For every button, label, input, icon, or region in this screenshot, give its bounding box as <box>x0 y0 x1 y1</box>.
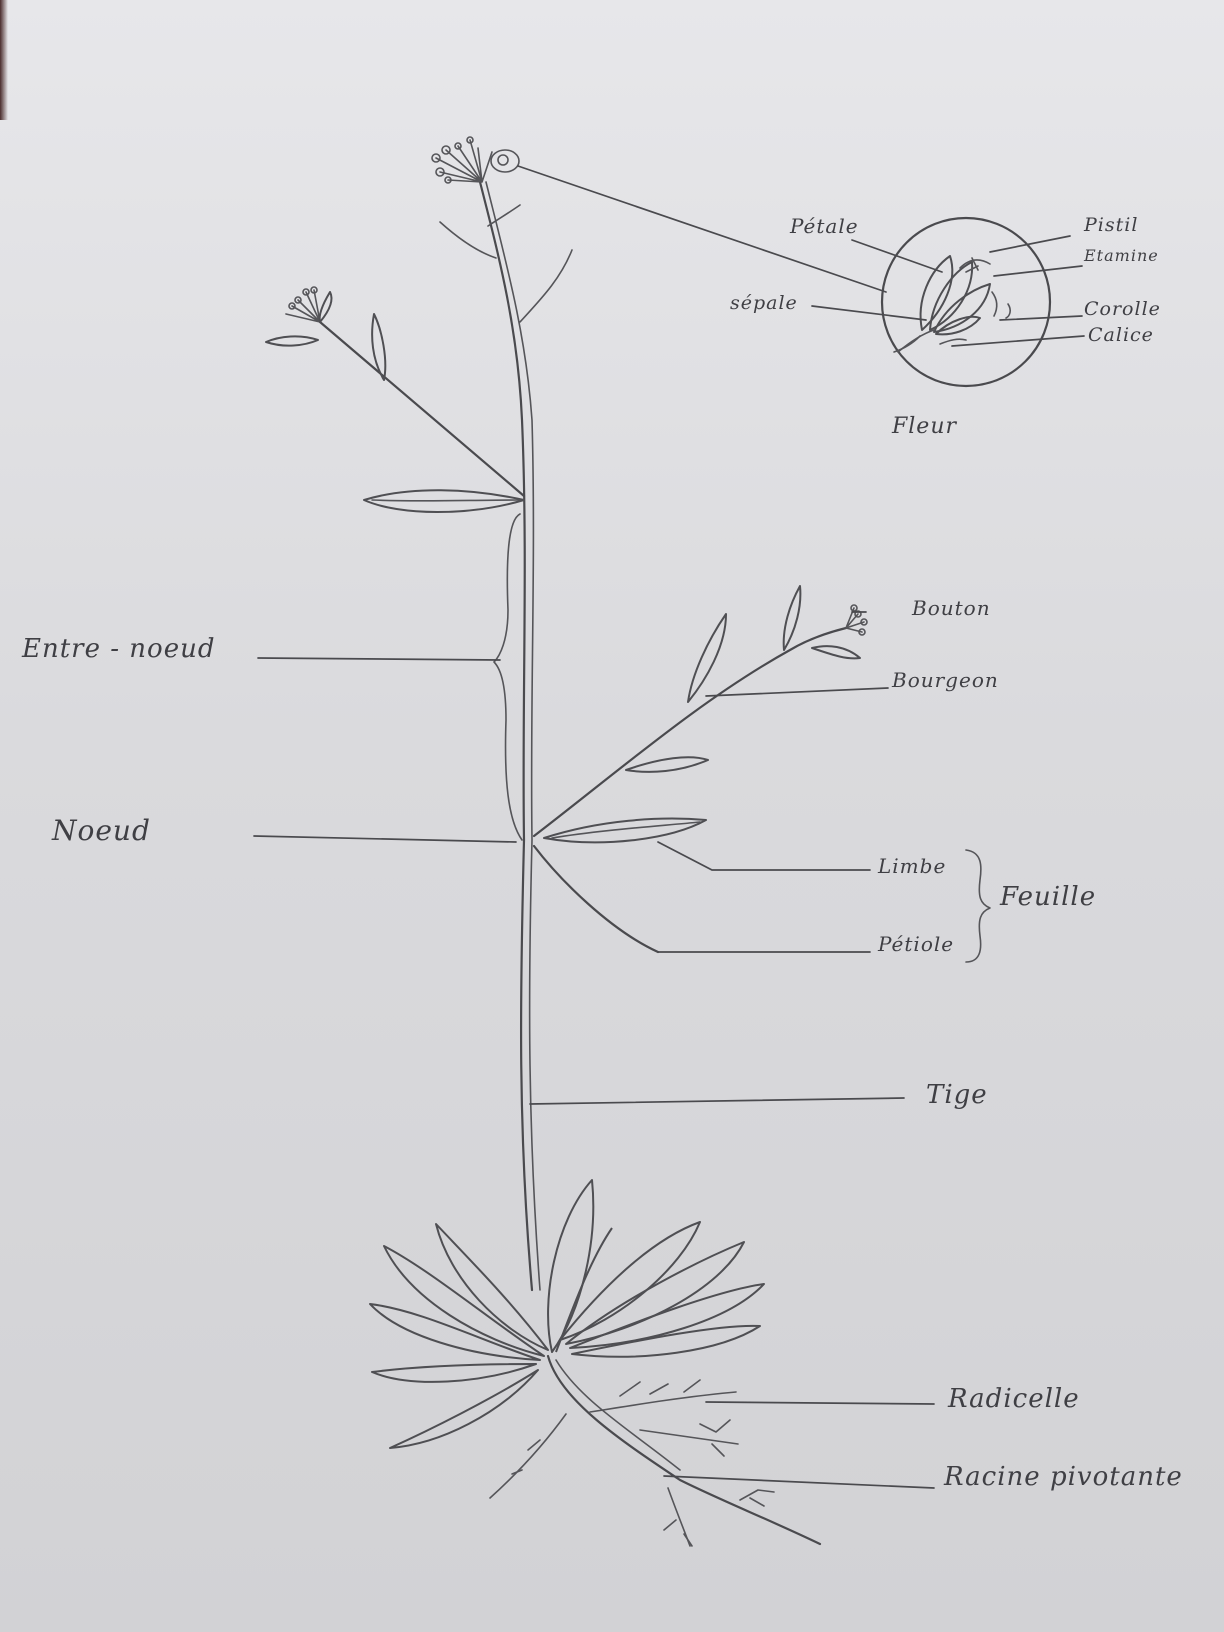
label-sepale: sépale <box>730 292 798 314</box>
leader-sepale <box>811 305 927 321</box>
leader-bourgeon <box>705 687 889 697</box>
leader-tige <box>529 1097 905 1105</box>
label-calice: Calice <box>1088 324 1154 346</box>
leader-pistil <box>989 235 1071 253</box>
label-petiole: Pétiole <box>878 932 955 956</box>
leader-limbe <box>657 841 871 871</box>
label-feuille: Feuille <box>1000 882 1097 912</box>
label-bourgeon: Bourgeon <box>892 668 999 692</box>
feuille-brace <box>965 849 991 963</box>
root-system <box>489 1354 822 1547</box>
main-stem <box>478 180 541 1292</box>
leader-lines <box>253 165 1085 1489</box>
label-entre-noeud: Entre - noeud <box>22 634 216 664</box>
label-racine-pivotante: Racine pivotante <box>944 1462 1183 1492</box>
upper-left-branch <box>265 286 526 513</box>
label-radicelle: Radicelle <box>948 1384 1080 1414</box>
top-flower-cluster <box>431 136 573 323</box>
label-etamine: Etamine <box>1084 246 1159 265</box>
label-noeud: Noeud <box>52 814 151 847</box>
label-tige: Tige <box>926 1080 988 1110</box>
leader-radicelle <box>705 1401 935 1405</box>
label-pistil: Pistil <box>1084 214 1139 236</box>
basal-leaf-rosette <box>369 1179 765 1449</box>
table-edge <box>0 0 8 120</box>
label-fleur: Fleur <box>892 414 958 439</box>
middle-right-branch <box>532 585 868 954</box>
leader-racine-pivotante <box>663 1475 935 1489</box>
leader-etamine <box>993 265 1083 277</box>
label-limbe: Limbe <box>878 854 947 878</box>
flower-detail <box>880 216 1052 388</box>
internode-bracket <box>493 513 523 841</box>
leader-noeud <box>253 835 517 843</box>
leader-entre-noeud <box>257 657 501 661</box>
leader-corolle <box>999 315 1083 321</box>
leader-petale <box>851 239 943 273</box>
label-corolle: Corolle <box>1084 298 1161 320</box>
leader-calice <box>951 335 1085 347</box>
label-bouton: Bouton <box>912 596 991 620</box>
leader-fleur <box>517 165 887 293</box>
label-petale: Pétale <box>790 214 859 238</box>
